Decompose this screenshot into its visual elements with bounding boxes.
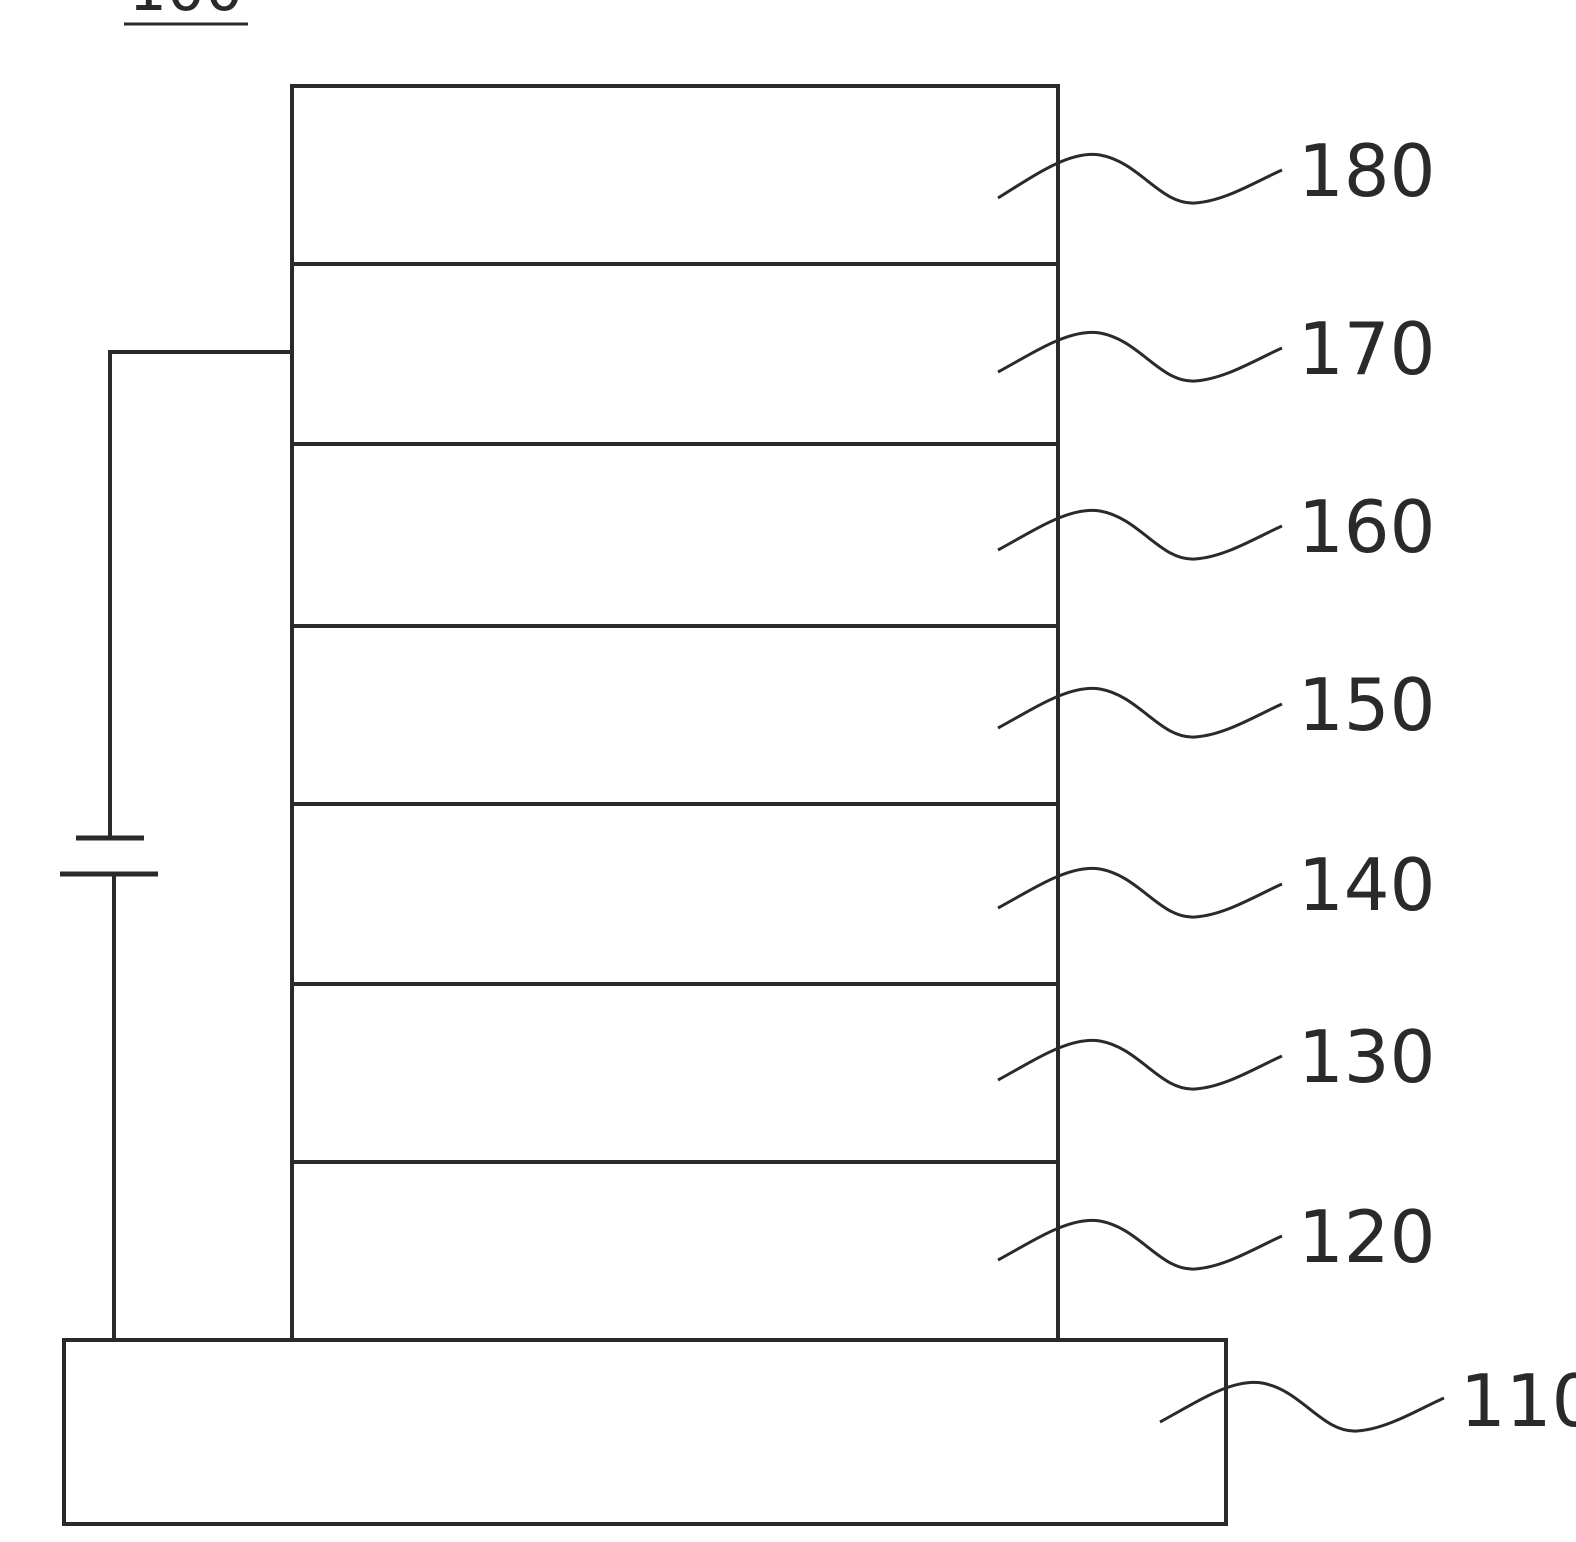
ref-label-180: 180 [1298, 129, 1435, 213]
ref-label-110: 110 [1460, 1359, 1576, 1443]
layer-150 [292, 626, 1058, 804]
layer-120 [292, 1162, 1058, 1340]
ref-label-130: 130 [1298, 1015, 1435, 1099]
circuit-wire-top [110, 352, 292, 838]
layer-stack [292, 86, 1058, 1340]
reference-labels: 180 170 160 150 140 130 120 110 [1298, 129, 1576, 1443]
ref-label-170: 170 [1298, 307, 1435, 391]
device-label: 100 [129, 0, 244, 25]
layer-180 [292, 86, 1058, 264]
layer-140 [292, 804, 1058, 984]
ref-label-140: 140 [1298, 843, 1435, 927]
ref-label-120: 120 [1298, 1195, 1435, 1279]
ref-label-160: 160 [1298, 485, 1435, 569]
substrate-110 [64, 1340, 1226, 1524]
layer-170 [292, 264, 1058, 444]
layer-130 [292, 984, 1058, 1162]
external-circuit [60, 352, 292, 1340]
ref-label-150: 150 [1298, 663, 1435, 747]
layer-160 [292, 444, 1058, 626]
